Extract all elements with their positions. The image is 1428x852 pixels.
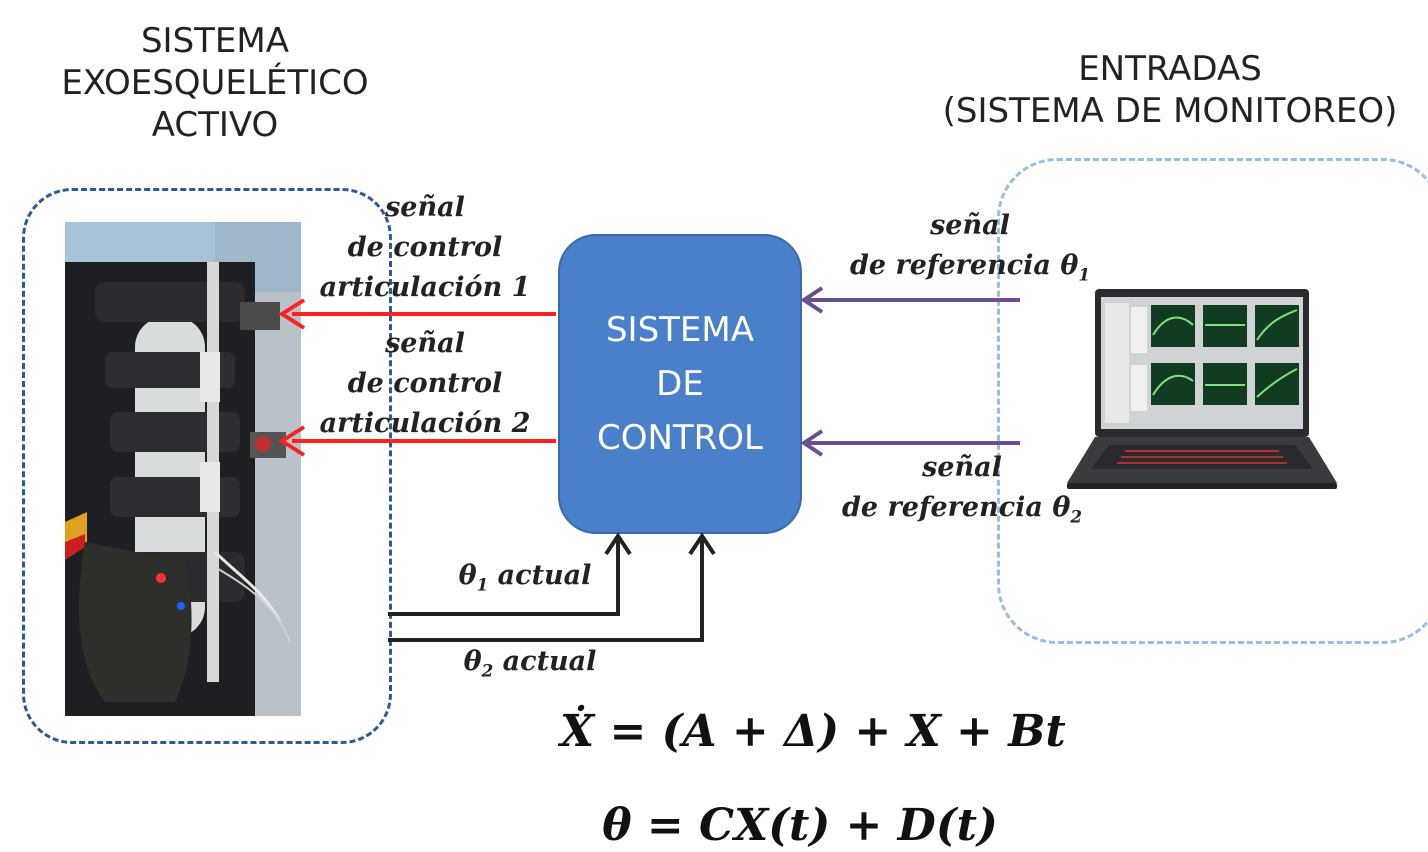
output-equation: θ = CX(t) + D(t) [602,800,998,851]
exo-system-title: SISTEMA EXOESQUELÉTICO ACTIVO [20,20,410,146]
control-box-line-2: DE [656,364,704,404]
inputs-title-line-2: (SISTEMA DE MONITOREO) [942,91,1398,131]
theta-1-actual-label: θ1 actual [458,560,592,595]
control-system-box: SISTEMA DE CONTROL [558,234,802,534]
reference-signal-2-label: señal de referencia θ2 [812,448,1112,536]
monitoring-system-region [997,158,1428,644]
theta-2-actual-label: θ2 actual [463,646,597,681]
laptop-graphic [1067,289,1337,489]
control-signal-2-line-3: articulación 2 [319,408,531,439]
reference-1-line-2: de referencia [850,250,1051,281]
reference-2-line-2: de referencia [842,492,1043,523]
reference-signal-1-label: señal de referencia θ1 [820,206,1120,294]
control-signal-2-label: señal de control articulación 2 [300,324,550,444]
state-equation: Ẋ = (A + Δ) + X + Bt [560,706,1066,757]
control-signal-1-label: señal de control articulación 1 [300,188,550,308]
reference-1-theta: θ1 [1060,250,1090,285]
reference-signal-2-arrow [800,429,1020,457]
inputs-title: ENTRADAS (SISTEMA DE MONITOREO) [920,48,1420,132]
theta-2-actual-text: actual [502,646,597,677]
control-signal-1-arrow [278,298,556,330]
control-box-line-3: CONTROL [596,418,764,458]
theta-1-actual-text: actual [497,560,592,591]
reference-signal-1-arrow [800,286,1020,314]
exo-system-region [22,188,392,744]
inputs-title-line-1: ENTRADAS [1078,49,1262,89]
control-signal-2-arrow [278,425,556,457]
exo-title-line-1: SISTEMA [140,21,290,61]
reference-2-line-1: señal [922,452,1002,483]
reference-1-line-1: señal [930,210,1010,241]
exo-title-line-3: ACTIVO [151,105,279,145]
feedback-theta-2-line [388,532,716,642]
control-signal-1-line-2: de control [347,232,503,263]
control-signal-2-line-1: señal [385,328,465,359]
control-signal-2-line-2: de control [347,368,503,399]
feedback-theta-1-line [388,532,632,616]
control-box-line-1: SISTEMA [605,310,755,350]
exoskeleton-photo-graphic [65,222,301,716]
control-signal-1-line-3: articulación 1 [319,272,531,303]
reference-2-theta: θ2 [1052,492,1082,527]
laptop-monitoring-icon [1065,285,1340,493]
exoskeleton-photo [65,222,301,716]
control-signal-1-line-1: señal [385,192,465,223]
exo-title-line-2: EXOESQUELÉTICO [61,63,369,103]
